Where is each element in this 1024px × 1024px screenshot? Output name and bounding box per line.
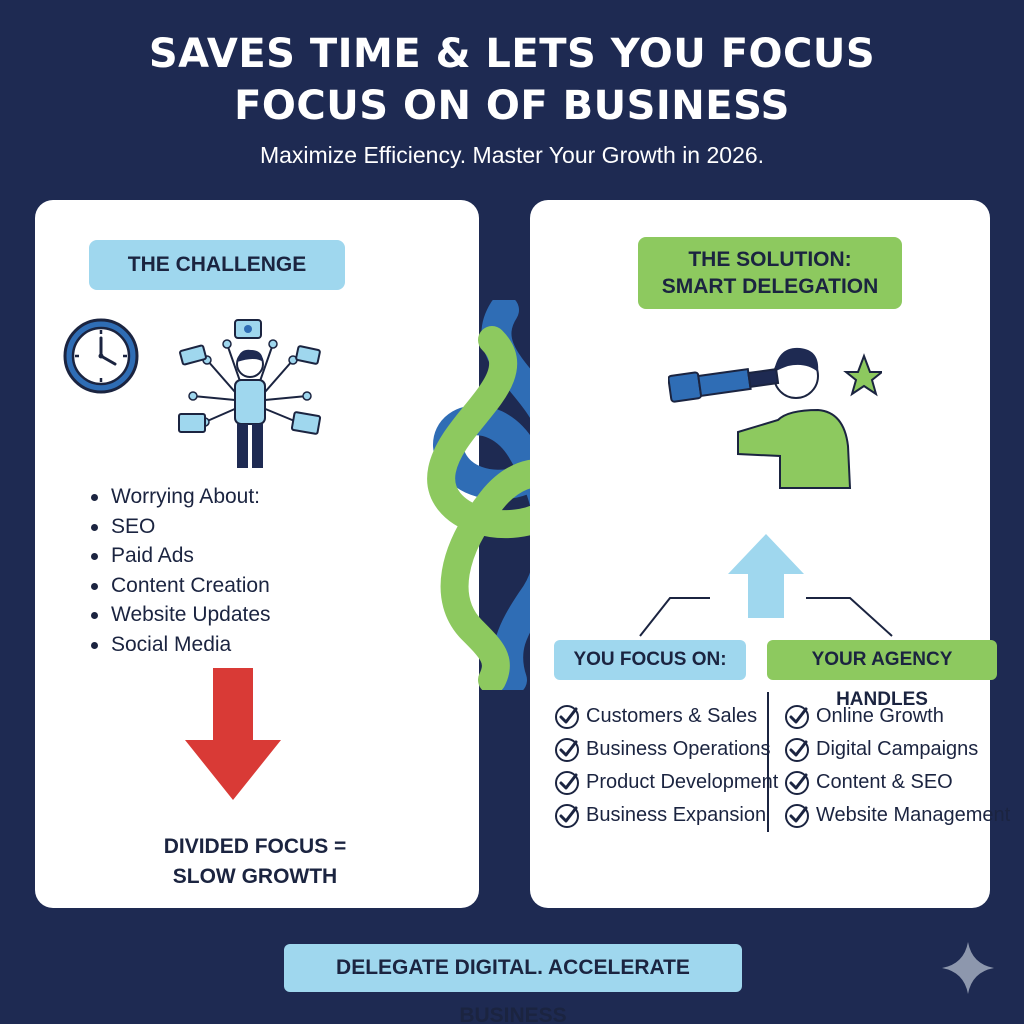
challenge-heading: THE CHALLENGE [89,240,345,290]
item-label: Digital Campaigns [816,738,979,760]
check-circle-icon [555,704,579,729]
check-circle-icon [555,737,579,762]
multitasking-person-icon [178,319,322,468]
challenge-panel: THE CHALLENGE [35,200,479,908]
solution-heading-line-1: THE SOLUTION: [688,248,852,271]
check-circle-icon [785,704,809,729]
you-focus-list: Customers & Sales Business Operations Pr… [554,700,778,832]
item-label: Website Management [816,804,1011,826]
column-divider [767,692,769,832]
check-circle-icon [785,770,809,795]
list-item: SEO [91,512,271,542]
title-line-2: FOCUS ON OF BUSINESS [234,83,790,129]
check-circle-icon [555,803,579,828]
you-focus-heading: YOU FOCUS ON: [554,640,746,680]
check-circle-icon [555,770,579,795]
list-item: Online Growth [784,700,1010,733]
item-label: Business Operations [586,738,771,760]
check-circle-icon [785,803,809,828]
list-item: Social Media [91,630,271,660]
footer-tagline: DELEGATE DIGITAL. ACCELERATE BUSINESS [284,944,742,1024]
check-circle-icon [785,737,809,762]
title-line-1: SAVES TIME & LETS YOU FOCUS [148,31,876,77]
clock-icon [63,318,139,394]
connector-lines [639,597,893,637]
sparkle-icon [942,942,994,994]
solution-panel: THE SOLUTION: SMART DELEGATION YOU FOCUS… [530,200,1010,908]
list-item: Content Creation [91,571,271,601]
list-item: Customers & Sales [554,700,778,733]
result-line-1: DIVIDED FOCUS = [163,835,347,858]
item-label: Product Development [586,771,779,793]
telescope-person-icon [668,347,882,489]
list-item: Worrying About: [91,482,271,512]
challenge-list: Worrying About: SEO Paid Ads Content Cre… [91,482,271,659]
item-label: Business Expansion [586,804,767,826]
solution-heading: THE SOLUTION: SMART DELEGATION [638,237,902,309]
item-label: Content & SEO [816,771,953,793]
list-item: Paid Ads [91,541,271,571]
result-line-2: SLOW GROWTH [172,865,338,888]
arrow-up-icon [728,534,804,618]
agency-list: Online Growth Digital Campaigns Content … [784,700,1010,832]
item-label: Online Growth [816,705,944,727]
list-item: Website Updates [91,600,271,630]
page-subtitle: Maximize Efficiency. Master Your Growth … [259,142,765,168]
page-title: SAVES TIME & LETS YOU FOCUS FOCUS ON OF … [0,28,1024,132]
solution-heading-line-2: SMART DELEGATION [661,275,879,298]
item-label: Customers & Sales [586,705,758,727]
challenge-result: DIVIDED FOCUS = SLOW GROWTH [115,832,395,892]
list-item: Content & SEO [784,766,1010,799]
agency-heading: YOUR AGENCY HANDLES [767,640,997,710]
list-item: Product Development [554,766,778,799]
list-item: Digital Campaigns [784,733,1010,766]
list-item: Business Expansion [554,799,778,832]
list-item: Business Operations [554,733,778,766]
arrow-down-icon [185,668,281,800]
list-item: Website Management [784,799,1010,832]
